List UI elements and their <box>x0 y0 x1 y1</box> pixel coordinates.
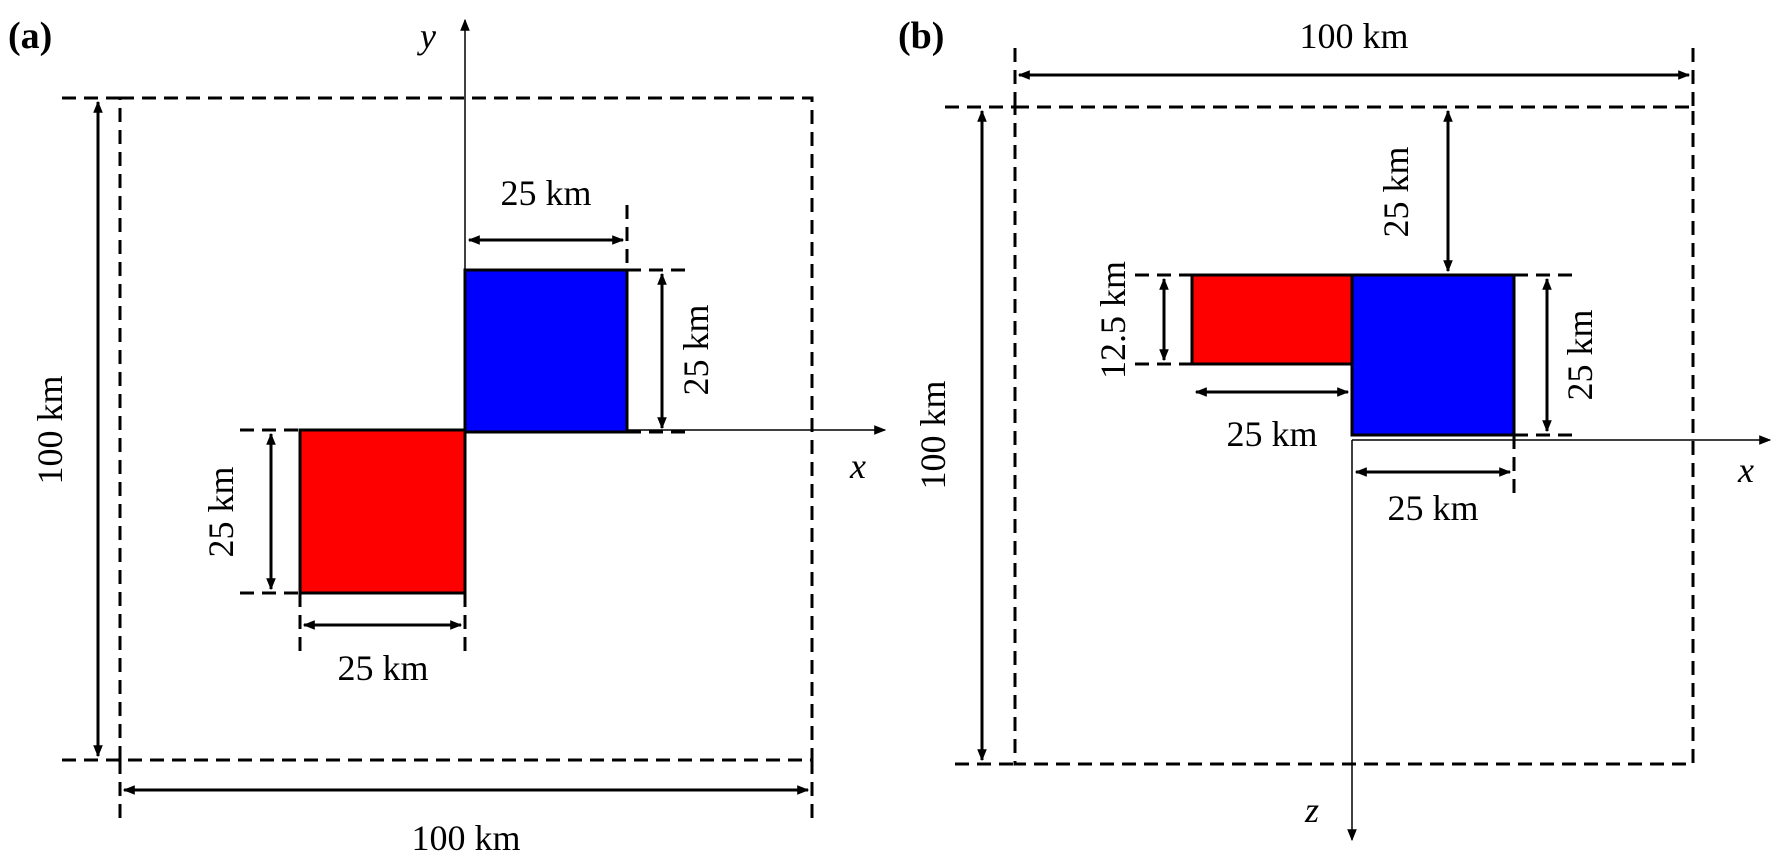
panel-b-domain-boundary <box>1013 105 1695 766</box>
panel-b-blue-width-label: 25 km <box>1387 488 1478 528</box>
panel-b-label: (b) <box>898 15 944 57</box>
panel-a-y-axis-label: y <box>417 16 436 56</box>
panel-a-x-axis-label: x <box>849 446 866 486</box>
panel-a-blue-width-label: 25 km <box>500 173 591 213</box>
panel-a-red-block <box>298 428 467 595</box>
panel-a-blue-height-label: 25 km <box>676 304 716 395</box>
panel-b-blue-height-label: 25 km <box>1560 309 1600 400</box>
panel-b-top-gap-label: 25 km <box>1376 146 1416 237</box>
panel-b: (b) x z 100 km 100 km 25 km 12.5 km 25 k… <box>898 15 1772 842</box>
panel-b-red-width-label: 25 km <box>1226 414 1317 454</box>
panel-a: (a) x y 100 km 100 km 25 km 25 km <box>8 15 887 856</box>
panel-b-red-height-label: 12.5 km <box>1093 261 1133 379</box>
panel-b-blue-block <box>1350 273 1516 437</box>
panel-b-z-axis-label: z <box>1304 790 1319 830</box>
panel-b-x-axis-label: x <box>1737 450 1754 490</box>
panel-a-red-height-label: 25 km <box>201 466 241 557</box>
panel-a-height-label: 100 km <box>30 375 70 484</box>
panel-b-width-label: 100 km <box>1299 16 1408 56</box>
panel-a-red-width-label: 25 km <box>337 648 428 688</box>
panel-b-red-block <box>1190 273 1354 366</box>
panel-a-blue-block <box>463 268 629 434</box>
panel-b-height-label: 100 km <box>913 380 953 489</box>
panel-a-width-label: 100 km <box>411 818 520 856</box>
panel-a-label: (a) <box>8 15 52 57</box>
panel-a-domain-boundary <box>118 96 814 762</box>
